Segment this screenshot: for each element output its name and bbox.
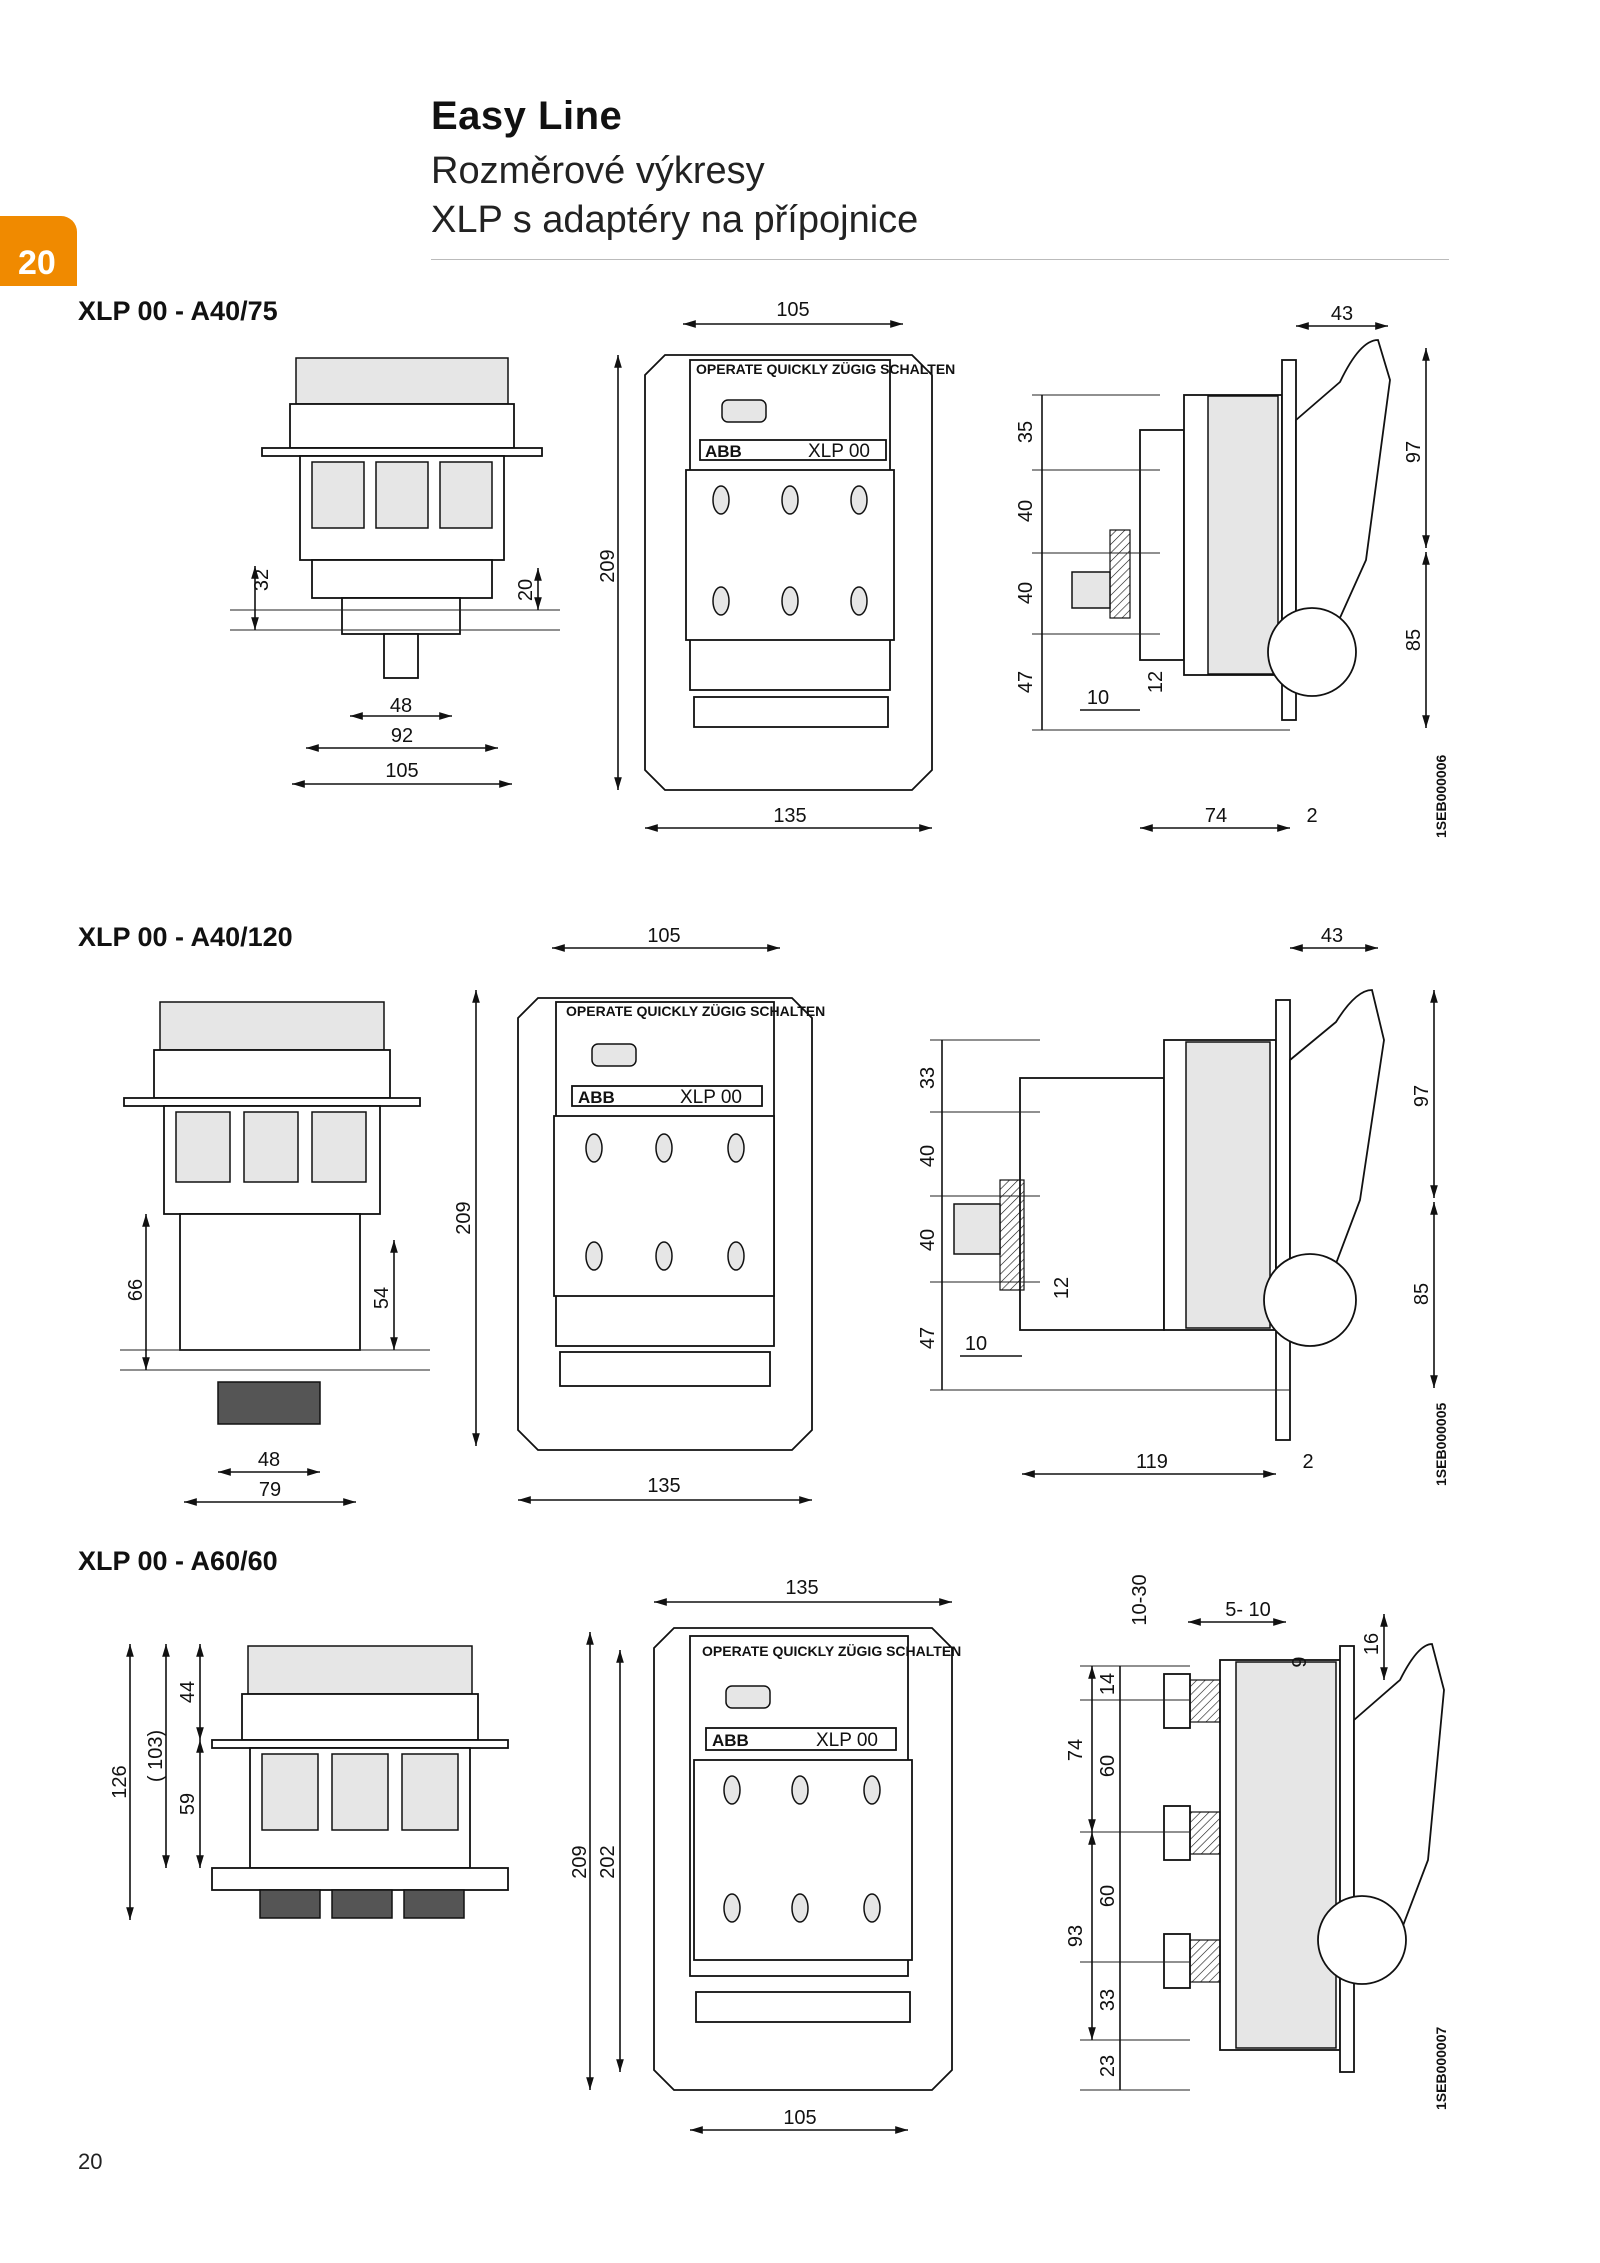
section-a40-120-drawings: 66 54 48 79 OPERATE QUICKLY ZÜGIG SCHALT…	[120, 925, 1449, 1506]
dim-20: 20	[515, 579, 537, 601]
drawing-code-3: 1SEB000007	[1433, 2026, 1449, 2110]
model-label-3: XLP 00	[816, 1730, 878, 1751]
abb-logo: ABB	[705, 442, 742, 461]
dim-93: 93	[1065, 1925, 1087, 1947]
abb-logo-3: ABB	[712, 1731, 749, 1750]
top-view-a40-75: OPERATE QUICKLY ZÜGIG SCHALTEN ABB XLP 0…	[597, 299, 955, 832]
top-view-a40-120: OPERATE QUICKLY ZÜGIG SCHALTEN ABB XLP 0…	[453, 925, 825, 1504]
side-view-a40-120: 43 33 40 40 47 10 12 97 85 119 2 1SEB000…	[917, 925, 1449, 1486]
dim-33b: 33	[1097, 1989, 1119, 2011]
page-number: 20	[78, 2149, 103, 2174]
dim-209c: 209	[569, 1845, 591, 1878]
dim-60a: 60	[1097, 1755, 1119, 1777]
dim-59: 59	[177, 1793, 199, 1815]
dim-top-105b: 105	[647, 925, 680, 947]
dim-126: 126	[109, 1765, 131, 1798]
dim-12b: 12	[1051, 1277, 1073, 1299]
operate-label: OPERATE QUICKLY ZÜGIG SCHALTEN	[696, 361, 955, 377]
dim-40b: 40	[1015, 582, 1037, 604]
dim-105: 105	[385, 760, 418, 782]
dim-209: 209	[597, 549, 619, 582]
dim-97: 97	[1403, 441, 1425, 463]
side-view-a60-60: 10-30 5- 10 9 16 14 74 60 60 93 33 23 1S…	[1065, 1574, 1449, 2110]
dim-10-30: 10-30	[1129, 1574, 1151, 1625]
dim-43: 43	[1331, 303, 1353, 325]
page-subtitle-2: XLP s adaptéry na přípojnice	[431, 199, 919, 241]
dim-23: 23	[1097, 2055, 1119, 2077]
dim-10: 10	[1087, 687, 1109, 709]
side-view-a40-75: 43 35 40 40 47 10 12 97 85 74 2 1SEB0000…	[1015, 303, 1449, 838]
dim-135: 135	[773, 805, 806, 827]
top-view-a60-60: OPERATE QUICKLY ZÜGIG SCHALTEN ABB XLP 0…	[569, 1577, 961, 2134]
dim-10b: 10	[965, 1333, 987, 1355]
drawing-code-2: 1SEB000005	[1433, 1402, 1449, 1486]
page-title: Easy Line	[431, 94, 623, 138]
dim-66: 66	[125, 1279, 147, 1301]
dim-74b: 74	[1065, 1739, 1087, 1761]
model-label-2: XLP 00	[680, 1087, 742, 1108]
chapter-tab-number: 20	[18, 244, 56, 282]
dim-9: 9	[1289, 1656, 1311, 1667]
section-a60-60-drawings: 126 ( 103) 44 59 OPERATE QUICKLY ZÜGIG S…	[109, 1574, 1449, 2134]
dim-40c: 40	[917, 1145, 939, 1167]
dim-60b: 60	[1097, 1885, 1119, 1907]
dim-43b: 43	[1321, 925, 1343, 947]
dim-209b: 209	[453, 1201, 475, 1234]
dim-85: 85	[1403, 629, 1425, 651]
dim-2: 2	[1306, 805, 1317, 827]
operate-label-2: OPERATE QUICKLY ZÜGIG SCHALTEN	[566, 1003, 825, 1019]
section-label-a60-60: XLP 00 - A60/60	[78, 1546, 278, 1576]
dim-85b: 85	[1411, 1283, 1433, 1305]
dim-47: 47	[1015, 671, 1037, 693]
abb-logo-2: ABB	[578, 1088, 615, 1107]
section-a40-75-drawings: 32 20 48 92 105 OPERATE QUICKLY ZÜGIG SC…	[230, 299, 1449, 838]
dim-2b: 2	[1302, 1451, 1313, 1473]
drawing-code-1: 1SEB000006	[1433, 754, 1449, 838]
chapter-tab	[0, 216, 77, 286]
dim-54: 54	[371, 1287, 393, 1309]
dim-35: 35	[1015, 421, 1037, 443]
dim-top-105: 105	[776, 299, 809, 321]
dim-97b: 97	[1411, 1085, 1433, 1107]
dim-top-135c: 135	[785, 1577, 818, 1599]
dim-5-10: 5- 10	[1225, 1599, 1271, 1621]
front-view-a40-120: 66 54 48 79	[120, 1001, 430, 1506]
dim-33: 33	[917, 1067, 939, 1089]
dim-135b: 135	[647, 1475, 680, 1497]
dim-47b: 47	[917, 1327, 939, 1349]
dim-14: 14	[1097, 1673, 1119, 1695]
front-view-a40-75: 32 20 48 92 105	[230, 357, 560, 788]
dim-79: 79	[259, 1479, 281, 1501]
dim-44: 44	[177, 1681, 199, 1703]
dim-92: 92	[391, 725, 413, 747]
front-view-a60-60: 126 ( 103) 44 59	[109, 1644, 509, 1920]
dim-74: 74	[1205, 805, 1227, 827]
dim-105c: 105	[783, 2107, 816, 2129]
model-label: XLP 00	[808, 441, 870, 462]
dim-202: 202	[597, 1845, 619, 1878]
dim-40a: 40	[1015, 500, 1037, 522]
header-divider	[431, 259, 1449, 260]
section-label-a40-120: XLP 00 - A40/120	[78, 922, 293, 952]
page-subtitle-1: Rozměrové výkresy	[431, 150, 765, 192]
dim-119: 119	[1136, 1451, 1168, 1473]
dim-32: 32	[251, 569, 273, 591]
dim-103: ( 103)	[145, 1730, 167, 1782]
dim-16: 16	[1361, 1633, 1383, 1655]
section-label-a40-75: XLP 00 - A40/75	[78, 296, 278, 326]
dim-12: 12	[1145, 671, 1167, 693]
dim-48b: 48	[258, 1449, 280, 1471]
dim-40d: 40	[917, 1229, 939, 1251]
dim-48: 48	[390, 695, 412, 717]
operate-label-3: OPERATE QUICKLY ZÜGIG SCHALTEN	[702, 1643, 961, 1659]
